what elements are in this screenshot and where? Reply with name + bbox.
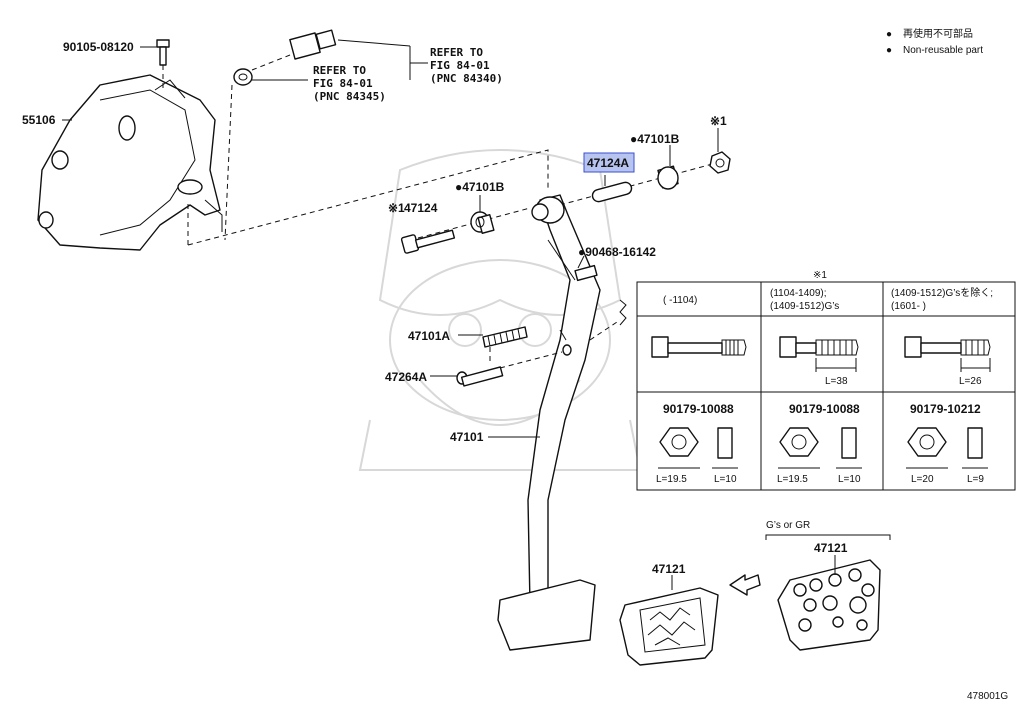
- range-col3-line1: (1409-1512)G’sを除く;: [891, 286, 993, 299]
- svg-text:REFER TO: REFER TO: [313, 64, 366, 77]
- clip-dashed-line: [589, 319, 621, 341]
- nut-drawing-col3: L=20 L=9: [906, 427, 988, 485]
- bolt-drawing-col3: L=26: [904, 336, 991, 387]
- variant-label: G’s or GR: [766, 520, 810, 531]
- pedal-arm: [497, 194, 601, 651]
- nut-ref: [709, 151, 731, 174]
- nut-part-col1: 90179-10088: [663, 402, 734, 416]
- pedal-pad-right: [777, 559, 881, 651]
- spring-47101A: [482, 326, 528, 365]
- label-pedal-47101: 47101: [450, 430, 484, 444]
- variant-table: ※1 ( -1104) (1104-1409); (1409-1512)G’s …: [636, 270, 1016, 491]
- range-col2-line1: (1104-1409);: [770, 288, 827, 299]
- label-bracket-55106: 55106: [22, 113, 56, 127]
- assembly-dashed-line: [187, 149, 549, 246]
- nut-drawing-col1: L=19.5 L=10: [656, 427, 738, 485]
- reference-note-84340: REFER TO FIG 84-01 (PNC 84340): [430, 46, 503, 85]
- bolt-length-col2: L=38: [825, 376, 848, 387]
- bushing-right: [657, 165, 679, 190]
- label-bushing-left: ●47101B: [455, 180, 505, 194]
- range-col3-line2: (1601- ): [891, 301, 926, 312]
- figure-id: 478001G: [967, 691, 1008, 702]
- bolt-47124: [400, 229, 456, 254]
- label-pad-right: 47121: [814, 541, 848, 555]
- label-spring-47101A: 47101A: [408, 329, 450, 343]
- leader-lines: [62, 46, 836, 590]
- arrow-icon: [729, 574, 761, 596]
- nut-part-col2: 90179-10088: [789, 402, 860, 416]
- label-nut-ref: ※1: [710, 114, 727, 128]
- label-pin-47264A: 47264A: [385, 370, 427, 384]
- switch-clip: [224, 54, 308, 241]
- axis-dashed-line-right: [559, 161, 721, 206]
- label-collar-47124A: 47124A: [587, 156, 629, 170]
- nut-width-col2: L=19.5: [777, 474, 808, 485]
- pedal-pad-center: [619, 587, 719, 666]
- reference-note-84345: REFER TO FIG 84-01 (PNC 84345): [313, 64, 386, 103]
- nut-height-col1: L=10: [714, 474, 737, 485]
- range-col1: ( -1104): [663, 295, 697, 306]
- table-header: ※1: [813, 270, 827, 281]
- nut-height-col2: L=10: [838, 474, 861, 485]
- legend-label-jp: 再使用不可部品: [903, 27, 973, 40]
- legend-bullet-1: ●: [886, 29, 892, 40]
- variant-bracket: [765, 534, 891, 540]
- bolt-90105: [156, 39, 170, 90]
- label-clip-90468: ●90468-16142: [578, 245, 656, 259]
- label-bolt-ref: ※1: [388, 201, 405, 215]
- svg-text:REFER TO: REFER TO: [430, 46, 483, 59]
- highlight-box: [583, 152, 635, 173]
- nut-width-col1: L=19.5: [656, 474, 687, 485]
- label-bushing-right: ●47101B: [630, 132, 680, 146]
- label-bolt-90105: 90105-08120: [63, 40, 134, 54]
- legend-bullet-2: ●: [886, 45, 892, 56]
- bolt-drawing-col2: L=38: [779, 336, 859, 387]
- svg-text:(PNC 84345): (PNC 84345): [313, 90, 386, 103]
- nut-height-col3: L=9: [967, 474, 984, 485]
- nut-width-col3: L=20: [911, 474, 934, 485]
- label-pad-center: 47121: [652, 562, 686, 576]
- svg-text:(PNC 84340): (PNC 84340): [430, 72, 503, 85]
- collar-47124A: [591, 181, 633, 203]
- bolt-length-col3: L=26: [959, 376, 982, 387]
- pin-47264A: [456, 351, 563, 387]
- bracket-55106: [37, 74, 223, 251]
- label-bolt-47124: 47124: [404, 201, 438, 215]
- legend-label-en: Non-reusable part: [903, 45, 983, 56]
- nut-drawing-col2: L=19.5 L=10: [777, 427, 862, 485]
- bushing-left: [470, 211, 495, 234]
- stoplight-switch: [289, 29, 428, 80]
- nut-part-col3: 90179-10212: [910, 402, 981, 416]
- range-col2-line2: (1409-1512)G’s: [770, 301, 839, 312]
- svg-text:FIG 84-01: FIG 84-01: [313, 77, 373, 90]
- bolt-drawing-col1: [651, 336, 747, 358]
- clip-symbol: [619, 299, 627, 326]
- svg-text:FIG 84-01: FIG 84-01: [430, 59, 490, 72]
- legend: ● 再使用不可部品 ● Non-reusable part: [886, 27, 983, 56]
